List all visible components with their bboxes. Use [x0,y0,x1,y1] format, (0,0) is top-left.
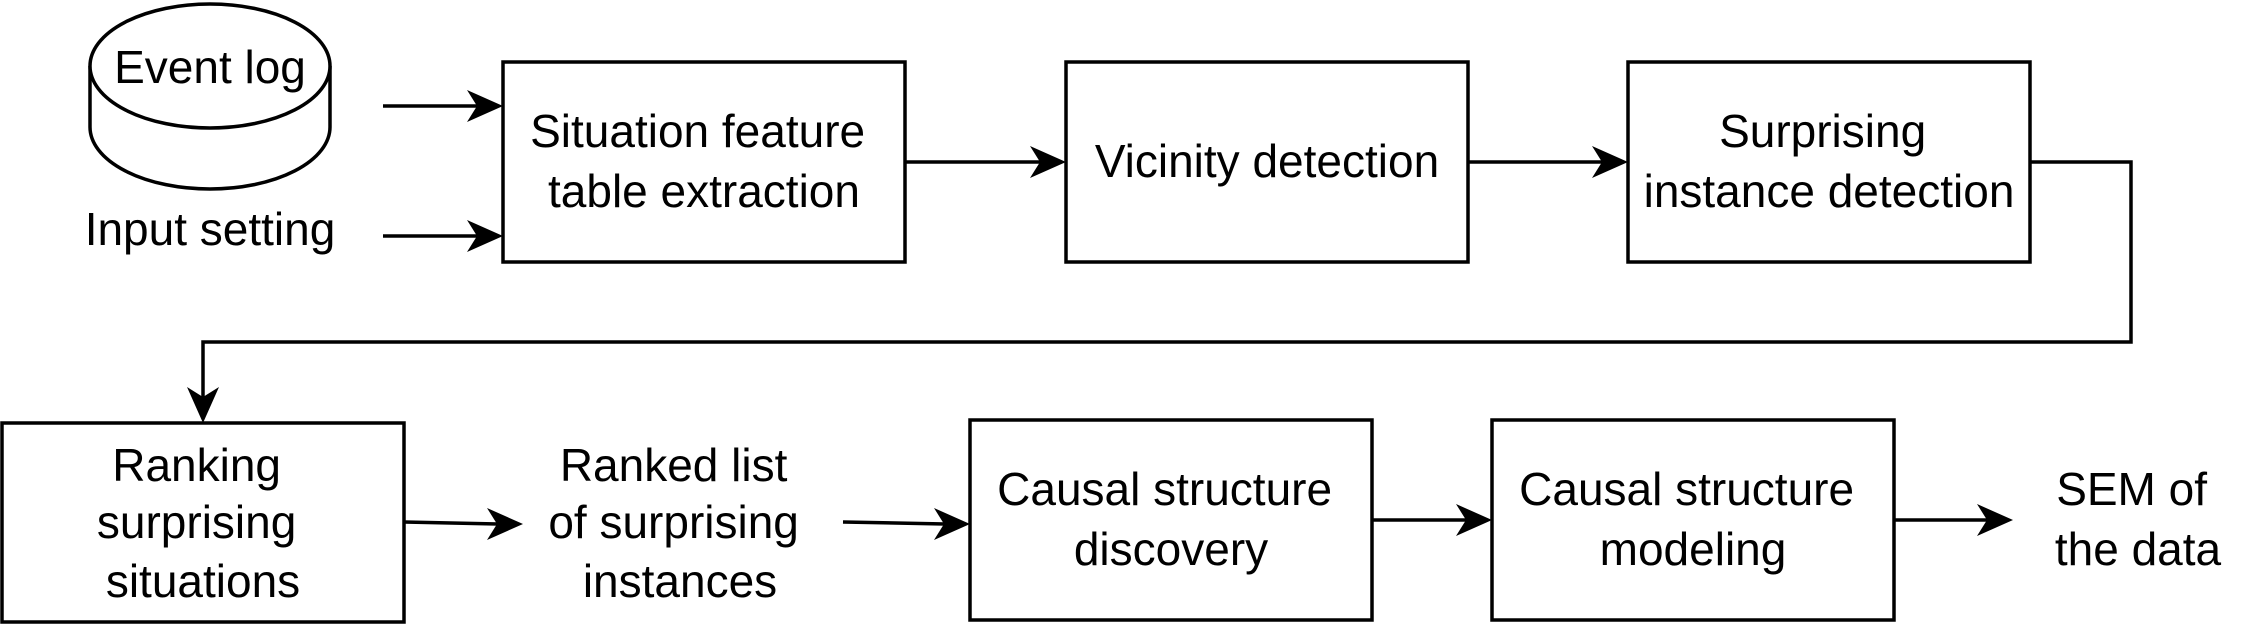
surprising-instance-detection-line-2: instance detection [1644,165,2015,217]
situation-feature-extraction-box: Situation feature table extraction [501,60,907,264]
sem-line-2: the data [2055,523,2222,575]
causal-modeling-line-1: Causal structure [1519,463,1854,515]
arrowhead [1030,146,1066,178]
causal-discovery-line-2: discovery [1074,523,1268,575]
ranking-line-2: surprising [97,496,296,548]
causal-structure-discovery-rect [968,418,1374,622]
arrowhead [487,508,523,540]
situation-feature-extraction-label: Situation feature table extraction [530,105,878,217]
surprising-instance-detection-box: Surprising instance detection [1626,60,2032,264]
situation-feature-extraction-line-2: table extraction [548,165,860,217]
arrowhead [467,90,503,122]
causal-discovery-line-1: Causal structure [997,463,1332,515]
event-log-label: Event log [114,41,306,93]
causal-structure-modeling-box: Causal structure modeling [1490,418,1896,622]
arrowhead [1977,504,2013,536]
ranked-list-line-3: instances [583,555,777,607]
ranking-surprising-situations-label: Ranking surprising situations [97,439,309,607]
arrow-extraction-to-vicinity [905,146,1066,178]
surprising-instance-detection-rect [1626,60,2032,264]
arrow-line [842,520,946,526]
arrowhead [1592,146,1628,178]
arrow-modeling-to-sem [1894,504,2013,536]
surprising-instance-detection-line-1: Surprising [1719,105,1926,157]
sem-output-label: SEM of the data [2055,463,2222,575]
arrow-vicinity-to-surprising [1468,146,1628,178]
situation-feature-extraction-rect [501,60,907,264]
ranking-surprising-situations-rect [0,421,406,624]
ranked-list-line-2: of surprising [548,496,799,548]
arrow-event-log-to-extraction [383,90,503,122]
arrow-surprising-to-ranking [187,160,2133,423]
vicinity-detection-label: Vicinity detection [1095,135,1439,187]
arrow-input-setting-to-extraction [383,220,503,252]
vicinity-detection-rect [1064,60,1470,264]
causal-modeling-line-2: modeling [1600,523,1787,575]
arrow-ranking-to-ranked-list [403,508,523,540]
arrowhead [1456,504,1492,536]
ranking-line-3: situations [106,555,300,607]
ranked-list-label: Ranked list of surprising instances [548,439,811,607]
arrowhead [187,387,219,423]
surprising-instance-detection-label: Surprising instance detection [1644,105,2015,217]
ranked-list-line-1: Ranked list [560,439,788,491]
ranking-surprising-situations-box: Ranking surprising situations [0,421,406,624]
event-log-database: Event log [88,2,332,191]
situation-feature-extraction-line-1: Situation feature [530,105,865,157]
causal-structure-modeling-rect [1490,418,1896,622]
causal-structure-discovery-box: Causal structure discovery [968,418,1374,622]
arrowhead [934,508,970,540]
arrow-ranked-list-to-discovery [842,508,970,540]
arrow-line [403,520,499,526]
vicinity-detection-box: Vicinity detection [1064,60,1470,264]
causal-structure-discovery-label: Causal structure discovery [997,463,1345,575]
arrowhead [467,220,503,252]
database-top [88,2,332,130]
input-setting-label: Input setting [85,203,336,255]
arrow-discovery-to-modeling [1372,504,1492,536]
sem-line-1: SEM of [2056,463,2207,515]
ranking-line-1: Ranking [112,439,281,491]
causal-structure-modeling-label: Causal structure modeling [1519,463,1867,575]
arrow-line [201,160,2133,398]
